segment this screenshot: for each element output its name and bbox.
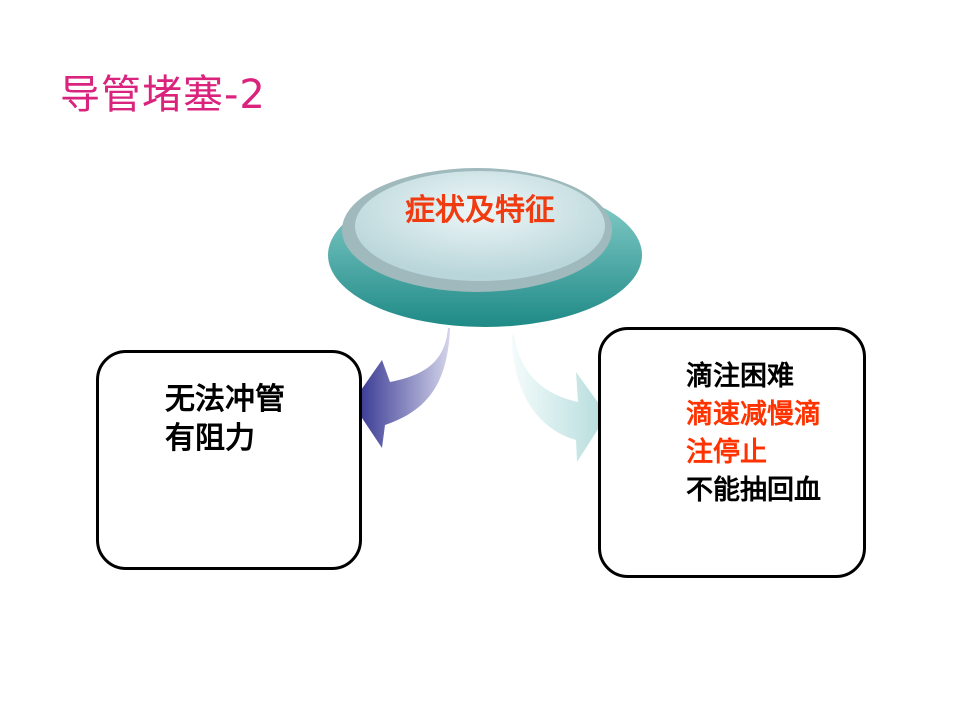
center-disk	[328, 168, 642, 327]
right-line: 滴注困难	[686, 361, 794, 392]
left-line: 有阻力	[165, 421, 255, 456]
right-line-highlight: 滴速减慢滴	[686, 399, 821, 430]
left-box	[96, 350, 362, 570]
center-label: 症状及特征	[405, 193, 555, 228]
left-line: 无法冲管	[165, 382, 285, 417]
right-line-highlight: 注停止	[686, 437, 767, 468]
left-box-text: 无法冲管 有阻力	[165, 380, 285, 458]
right-line: 不能抽回血	[686, 475, 821, 506]
slide-title: 导管堵塞-2	[60, 72, 266, 118]
right-arrow	[512, 335, 607, 462]
left-arrow	[352, 328, 450, 448]
right-box	[598, 327, 866, 578]
right-box-text: 滴注困难 滴速减慢滴 注停止 不能抽回血	[686, 358, 821, 510]
